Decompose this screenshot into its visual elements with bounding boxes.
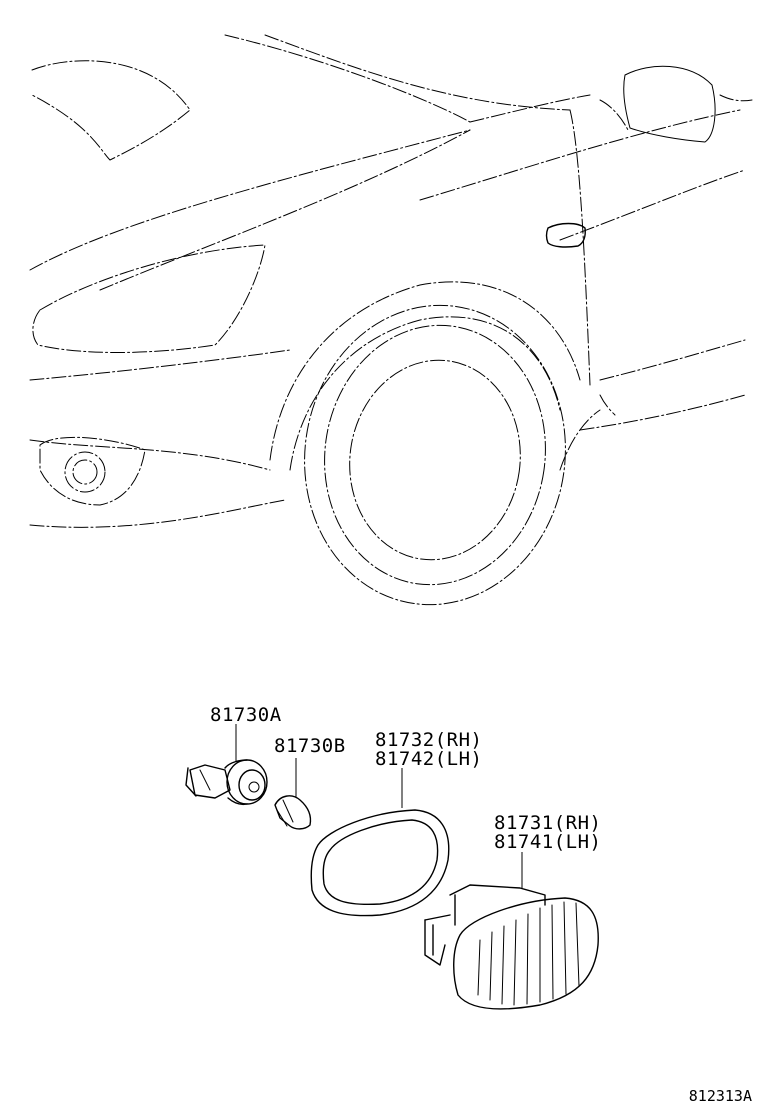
socket-81730A <box>185 759 268 806</box>
part-label-81731-rh: 81731(RH) <box>494 812 601 834</box>
bulb-81730B <box>274 795 312 830</box>
part-label-81742-lh: 81742(LH) <box>375 748 482 770</box>
part-label-81730A: 81730A <box>210 704 282 726</box>
part-label-81730B: 81730B <box>274 735 346 757</box>
gasket-81732 <box>310 809 450 917</box>
lamp-81731 <box>424 884 599 1010</box>
figure-code: 812313A <box>689 1087 752 1105</box>
part-label-81732-rh: 81732(RH) <box>375 729 482 751</box>
car-fender-illustration <box>29 34 753 606</box>
part-label-81741-lh: 81741(LH) <box>494 831 601 853</box>
